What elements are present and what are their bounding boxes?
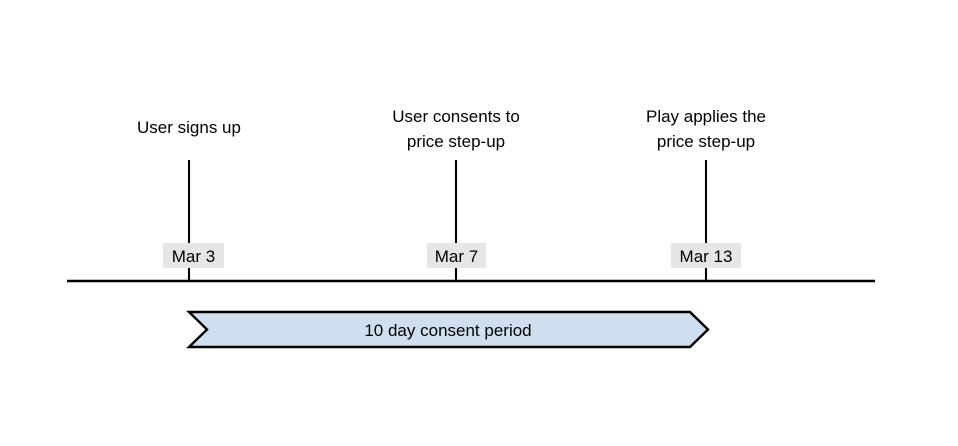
milestone-apply-title-line-1: Play applies the: [646, 107, 766, 126]
milestone-signup-title-line-1: User signs up: [137, 118, 241, 137]
milestone-consent-date-label: Mar 7: [435, 247, 478, 266]
consent-period-band-shape: [186, 310, 710, 349]
consent-period-band: 10 day consent period: [186, 310, 710, 349]
milestone-consent: User consents to price step-up Mar 7: [392, 107, 520, 281]
milestone-consent-title-line-1: User consents to: [392, 107, 520, 126]
milestone-apply-date-label: Mar 13: [680, 247, 733, 266]
milestone-apply: Play applies the price step-up Mar 13: [646, 107, 766, 281]
milestone-apply-title-line-2: price step-up: [657, 132, 755, 151]
consent-period-band-label: 10 day consent period: [364, 321, 531, 340]
milestone-consent-title-line-2: price step-up: [407, 132, 505, 151]
milestone-signup: User signs up Mar 3: [137, 118, 241, 281]
milestone-consent-date-chip: [427, 243, 486, 268]
milestone-signup-date-chip: [163, 243, 224, 268]
milestone-apply-date-chip: [671, 243, 741, 268]
milestone-signup-date-label: Mar 3: [172, 247, 215, 266]
